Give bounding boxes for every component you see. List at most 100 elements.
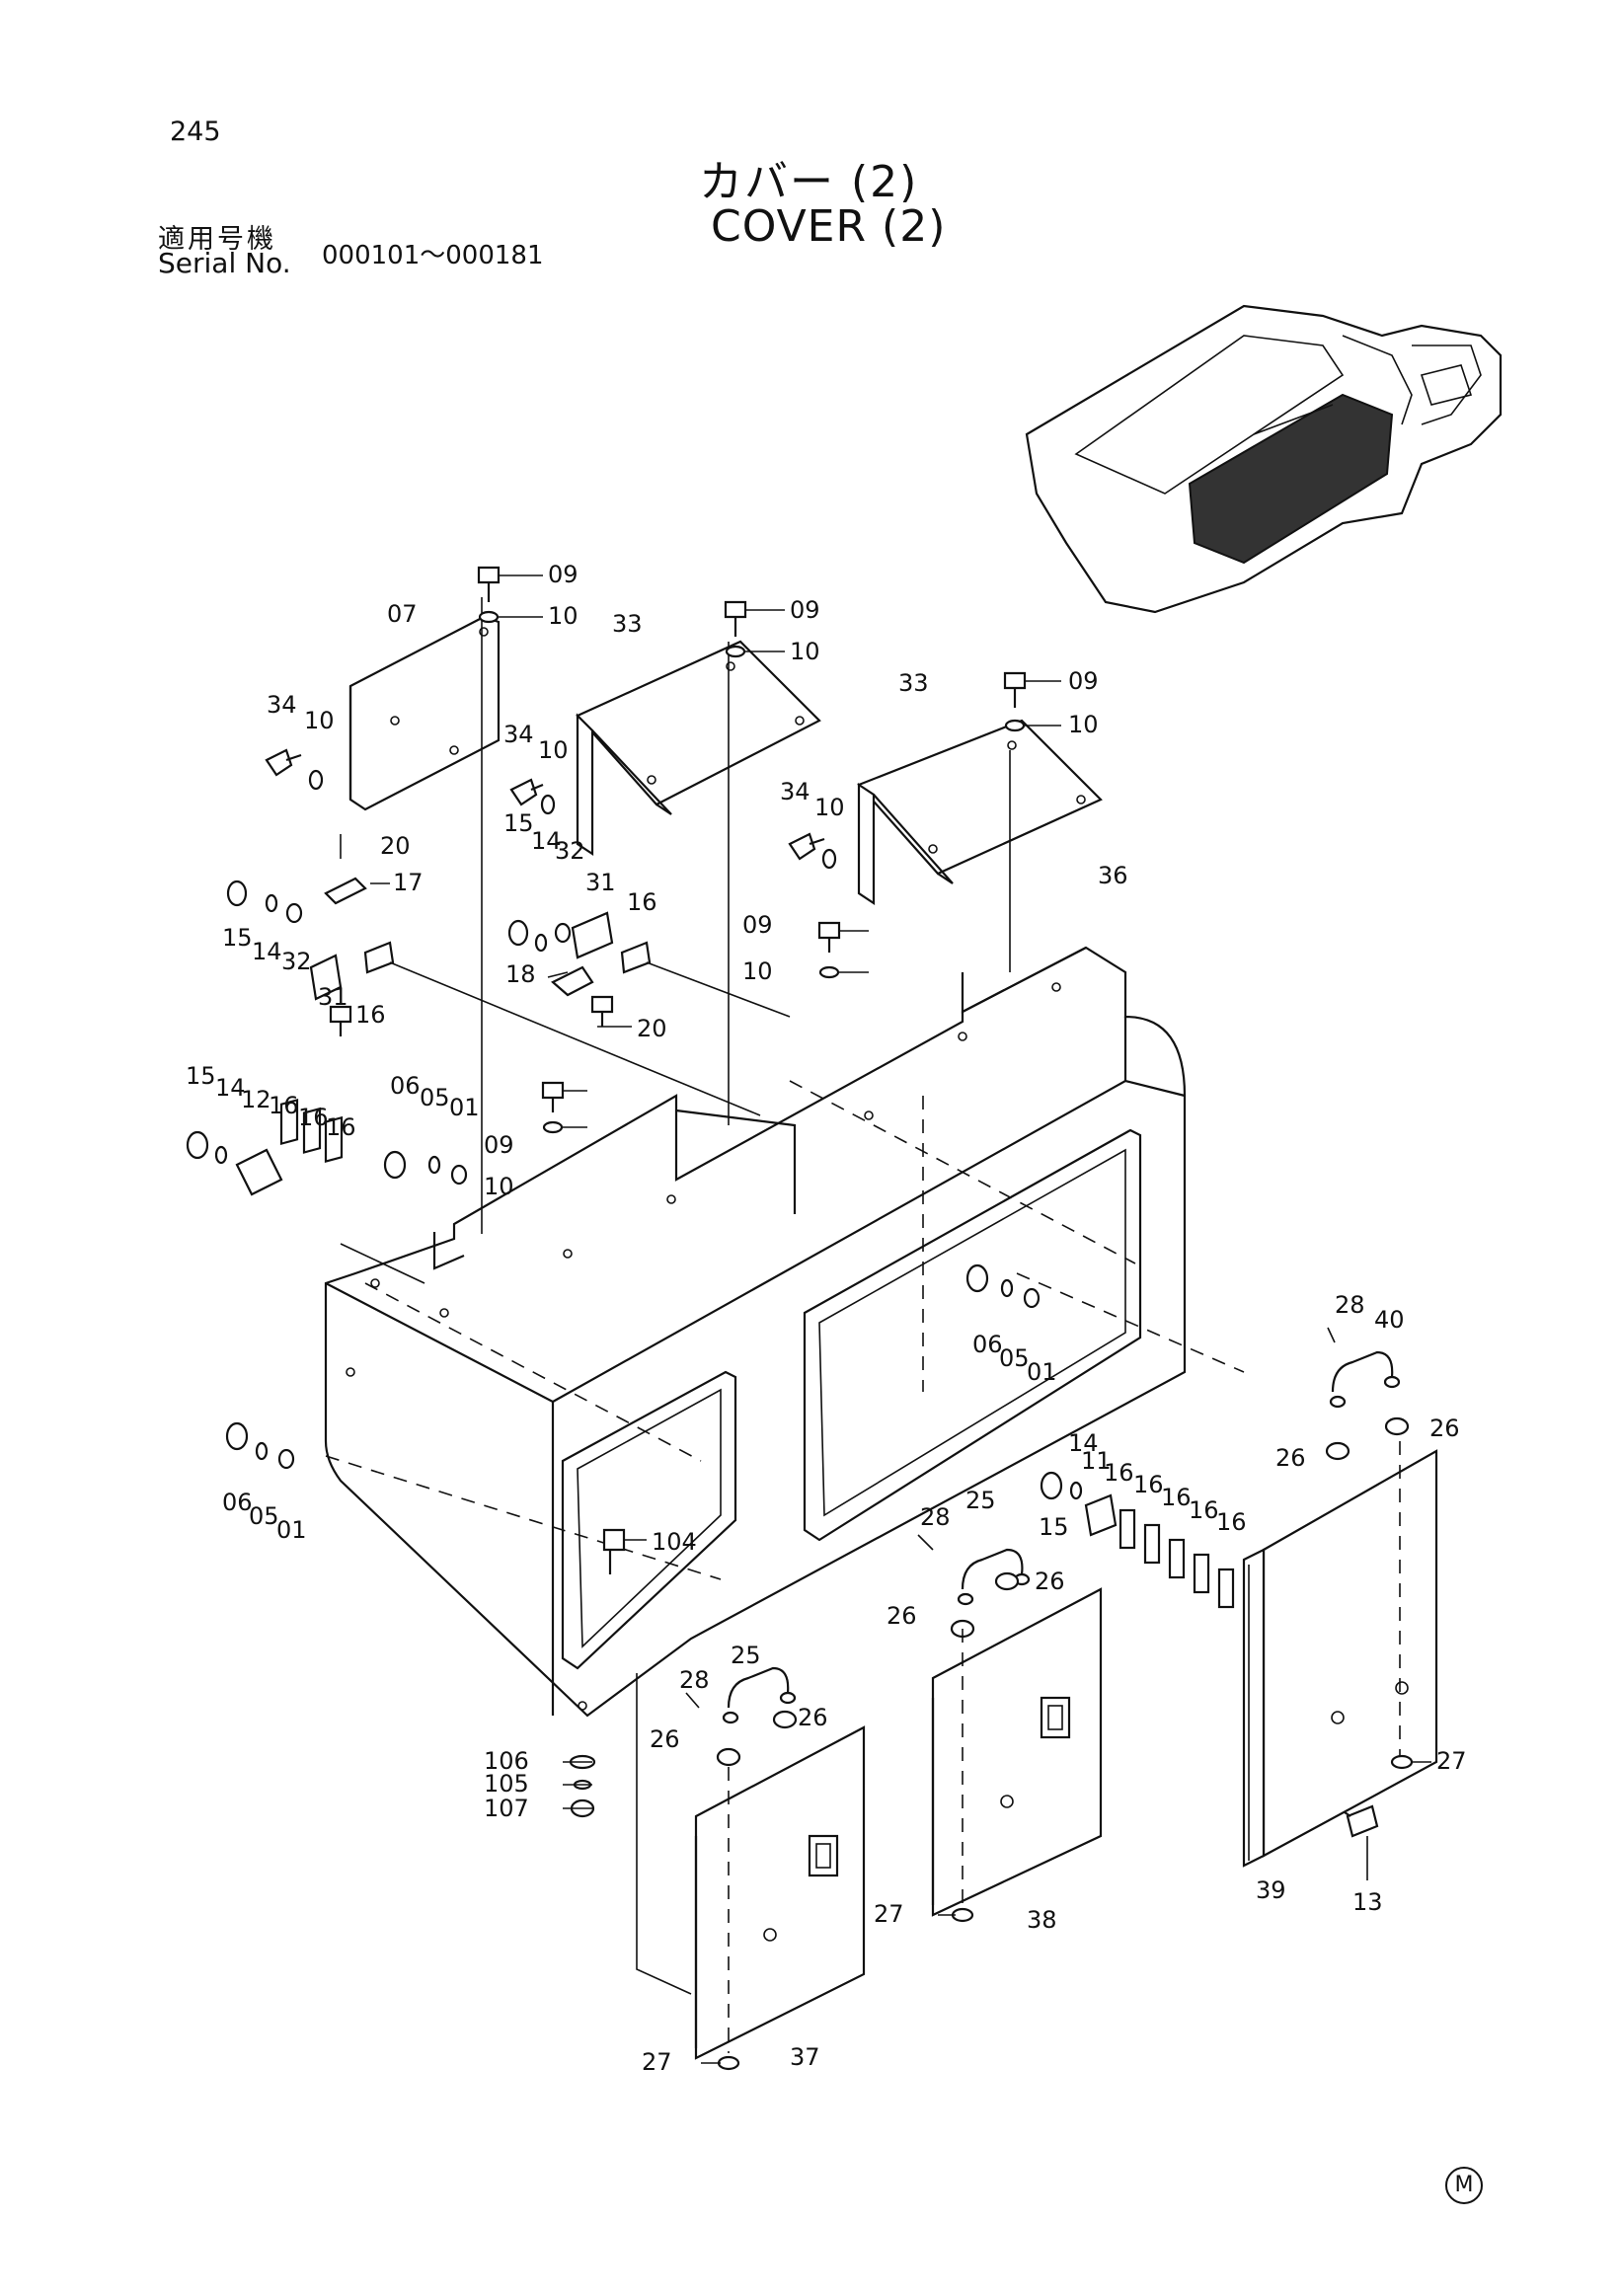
callout-c-28-a: 28 <box>1335 1291 1365 1319</box>
callout-c-06-a: 06 <box>390 1072 421 1100</box>
callout-c-34-a: 34 <box>267 691 297 719</box>
leader-lines <box>340 574 1431 2064</box>
callout-c-09-d: 09 <box>742 911 773 939</box>
callout-c-09-b: 09 <box>790 596 820 624</box>
callout-c-14-b: 14 <box>531 827 562 855</box>
callout-c-28-c: 28 <box>679 1666 710 1694</box>
callout-c-16-a: 16 <box>355 1001 386 1029</box>
callout-c-14-d: 14 <box>1068 1429 1099 1457</box>
callout-c-27-b: 27 <box>874 1900 904 1928</box>
callout-c-16-c: 16 <box>269 1092 299 1119</box>
cover-plate-33-right <box>857 719 1103 972</box>
door-39 <box>1242 1441 1438 1868</box>
callout-c-106: 106 <box>484 1747 529 1775</box>
callout-c-27-c: 27 <box>642 2048 672 2076</box>
callout-c-05-a: 05 <box>420 1084 450 1111</box>
callout-c-20-b: 20 <box>637 1015 667 1042</box>
callout-c-10-c: 10 <box>790 638 820 665</box>
callout-c-01-a: 01 <box>449 1094 480 1121</box>
callout-c-31-b: 31 <box>585 869 616 896</box>
callout-c-107: 107 <box>484 1795 529 1822</box>
callout-c-18: 18 <box>505 960 536 988</box>
callout-c-10-f: 10 <box>814 794 845 821</box>
callout-c-16-h: 16 <box>1161 1484 1192 1511</box>
callout-c-16-j: 16 <box>1216 1508 1247 1536</box>
callout-c-06-b: 06 <box>972 1331 1003 1358</box>
callout-c-36: 36 <box>1098 862 1128 889</box>
callout-c-28-b: 28 <box>920 1503 951 1531</box>
callout-c-32-a: 32 <box>281 948 312 975</box>
callout-c-16-g: 16 <box>1133 1471 1164 1498</box>
callout-c-10-g: 10 <box>742 957 773 985</box>
callout-c-15-a: 15 <box>222 924 253 952</box>
serial-range: 000101～000181 <box>322 241 544 270</box>
callout-c-39: 39 <box>1256 1876 1286 1904</box>
callout-c-16-d: 16 <box>298 1104 329 1131</box>
handles <box>685 1327 1410 1767</box>
callout-c-34-c: 34 <box>780 778 810 805</box>
callout-c-01-b: 01 <box>1027 1358 1057 1386</box>
callout-c-26-e: 26 <box>798 1704 828 1731</box>
callout-c-09-e: 09 <box>484 1131 514 1159</box>
callout-c-10-a: 10 <box>548 602 579 630</box>
location-inset <box>1025 304 1503 614</box>
title-japanese: カバー (2) <box>699 157 919 207</box>
callout-c-15-b: 15 <box>503 809 534 837</box>
callout-c-26-a: 26 <box>1429 1415 1460 1442</box>
callout-c-105: 105 <box>484 1770 529 1798</box>
callout-c-10-h: 10 <box>484 1173 514 1200</box>
callout-c-16-f: 16 <box>1104 1459 1134 1487</box>
callout-c-26-f: 26 <box>650 1725 680 1753</box>
serial-label-japanese: 適用号機 <box>158 224 276 255</box>
main-housing <box>324 946 1245 1718</box>
callout-c-16-b: 16 <box>627 888 657 916</box>
cover-plate-33-left <box>576 640 821 1125</box>
callout-c-11: 11 <box>1081 1447 1112 1475</box>
callout-c-15-c: 15 <box>186 1062 216 1090</box>
door-37 <box>636 1673 866 2071</box>
callout-c-10-d: 10 <box>538 736 569 764</box>
latch-assembly-right <box>507 911 791 1018</box>
serial-label-english: Serial No. <box>158 247 291 279</box>
hinge-bracket-left <box>186 1098 425 1284</box>
callout-c-15-d: 15 <box>1039 1513 1069 1541</box>
page-number: 245 <box>170 116 221 147</box>
callout-c-01-c: 01 <box>276 1516 307 1544</box>
callout-c-14-a: 14 <box>252 938 282 965</box>
callout-c-16-e: 16 <box>326 1113 356 1141</box>
callout-c-26-b: 26 <box>1275 1444 1306 1472</box>
hinge-bracket-right <box>1040 1471 1235 1609</box>
callout-c-12: 12 <box>241 1086 271 1113</box>
callout-c-09-a: 09 <box>548 561 579 588</box>
callout-c-10-b: 10 <box>304 707 335 734</box>
cover-plate-07 <box>348 597 501 1234</box>
callout-c-17: 17 <box>393 869 424 896</box>
callout-c-27-a: 27 <box>1436 1747 1467 1775</box>
latch-assembly-left <box>226 877 761 1116</box>
callout-c-05-b: 05 <box>999 1344 1030 1372</box>
callout-c-05-c: 05 <box>249 1502 279 1530</box>
callout-c-14-c: 14 <box>215 1074 246 1102</box>
callout-c-40: 40 <box>1374 1306 1405 1334</box>
callout-c-37: 37 <box>790 2043 820 2071</box>
callout-c-31-a: 31 <box>318 983 348 1011</box>
callout-c-104: 104 <box>652 1528 697 1556</box>
title-english: COVER (2) <box>711 201 947 252</box>
callout-c-34-b: 34 <box>503 721 534 748</box>
callout-c-33-a: 33 <box>612 610 643 638</box>
callout-c-38: 38 <box>1027 1906 1057 1934</box>
callout-c-26-c: 26 <box>1035 1568 1065 1595</box>
callout-c-10-e: 10 <box>1068 711 1099 738</box>
callout-c-20-a: 20 <box>380 832 411 860</box>
fasteners <box>225 566 1379 1838</box>
door-38 <box>931 1587 1103 1923</box>
callout-c-13: 13 <box>1352 1888 1383 1916</box>
callout-c-16-i: 16 <box>1189 1496 1219 1524</box>
callout-c-25-b: 25 <box>731 1642 761 1669</box>
callout-c-33-b: 33 <box>898 669 929 697</box>
callout-c-06-c: 06 <box>222 1489 253 1516</box>
callout-c-32-b: 32 <box>555 837 585 865</box>
